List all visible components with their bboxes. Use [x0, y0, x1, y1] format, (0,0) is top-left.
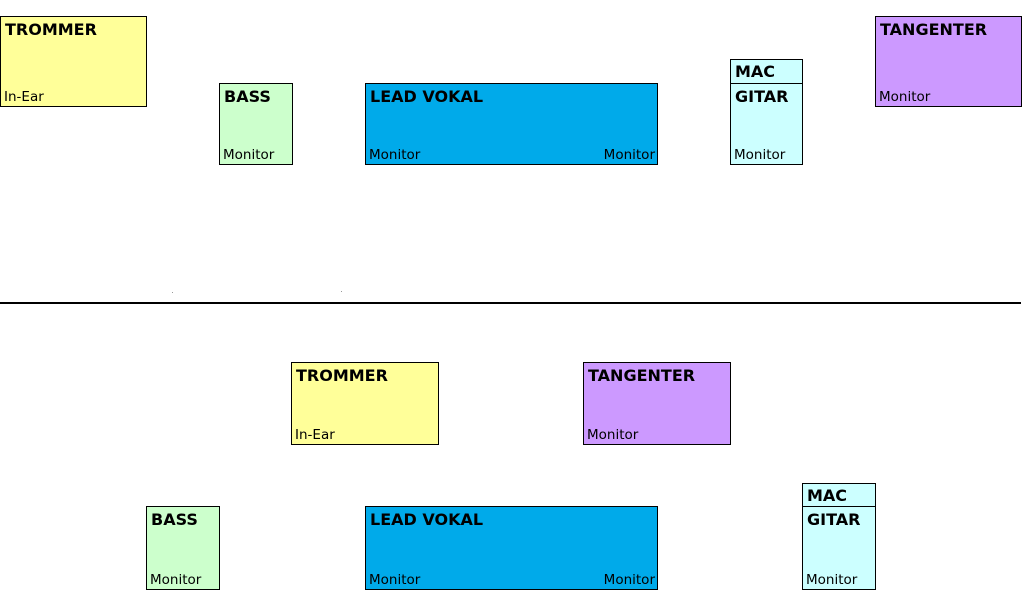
bottom-trommer-box: TROMMER In-Ear — [291, 362, 439, 445]
bottom-bass-box: BASS Monitor — [146, 506, 220, 590]
top-lead-vokal-sub-right: Monitor — [603, 147, 655, 163]
bottom-tangenter-title: TANGENTER — [588, 366, 696, 385]
bottom-lead-vokal-sub-right: Monitor — [603, 572, 655, 588]
bottom-gitar-box: GITAR Monitor — [802, 506, 876, 590]
bottom-trommer-title: TROMMER — [296, 366, 388, 385]
bottom-lead-vokal-title: LEAD VOKAL — [370, 510, 484, 529]
speck — [172, 292, 173, 293]
speck — [341, 291, 342, 292]
top-tangenter-title: TANGENTER — [880, 20, 988, 39]
top-gitar-box: GITAR Monitor — [730, 83, 803, 165]
top-tangenter-sub: Monitor — [879, 89, 931, 105]
top-mac-box: MAC — [730, 59, 803, 84]
top-gitar-sub: Monitor — [734, 147, 786, 163]
bottom-lead-vokal-sub-left: Monitor — [369, 572, 421, 588]
bottom-tangenter-box: TANGENTER Monitor — [583, 362, 731, 445]
top-mac-title: MAC — [735, 62, 776, 81]
bottom-bass-sub: Monitor — [150, 572, 202, 588]
top-trommer-box: TROMMER In-Ear — [0, 16, 147, 107]
top-bass-sub: Monitor — [223, 147, 275, 163]
bottom-mac-box: MAC — [802, 483, 876, 508]
top-lead-vokal-sub-left: Monitor — [369, 147, 421, 163]
top-lead-vokal-box: LEAD VOKAL Monitor Monitor — [365, 83, 658, 165]
top-trommer-sub: In-Ear — [4, 89, 44, 105]
bottom-mac-title: MAC — [807, 486, 848, 505]
section-divider — [0, 302, 1021, 304]
top-bass-box: BASS Monitor — [219, 83, 293, 165]
top-lead-vokal-title: LEAD VOKAL — [370, 87, 484, 106]
bottom-tangenter-sub: Monitor — [587, 427, 639, 443]
bottom-bass-title: BASS — [151, 510, 198, 529]
bottom-gitar-sub: Monitor — [806, 572, 858, 588]
bottom-gitar-title: GITAR — [807, 510, 861, 529]
bottom-trommer-sub: In-Ear — [295, 427, 335, 443]
top-trommer-title: TROMMER — [5, 20, 97, 39]
top-gitar-title: GITAR — [735, 87, 789, 106]
top-bass-title: BASS — [224, 87, 271, 106]
bottom-lead-vokal-box: LEAD VOKAL Monitor Monitor — [365, 506, 658, 590]
top-tangenter-box: TANGENTER Monitor — [875, 16, 1022, 107]
